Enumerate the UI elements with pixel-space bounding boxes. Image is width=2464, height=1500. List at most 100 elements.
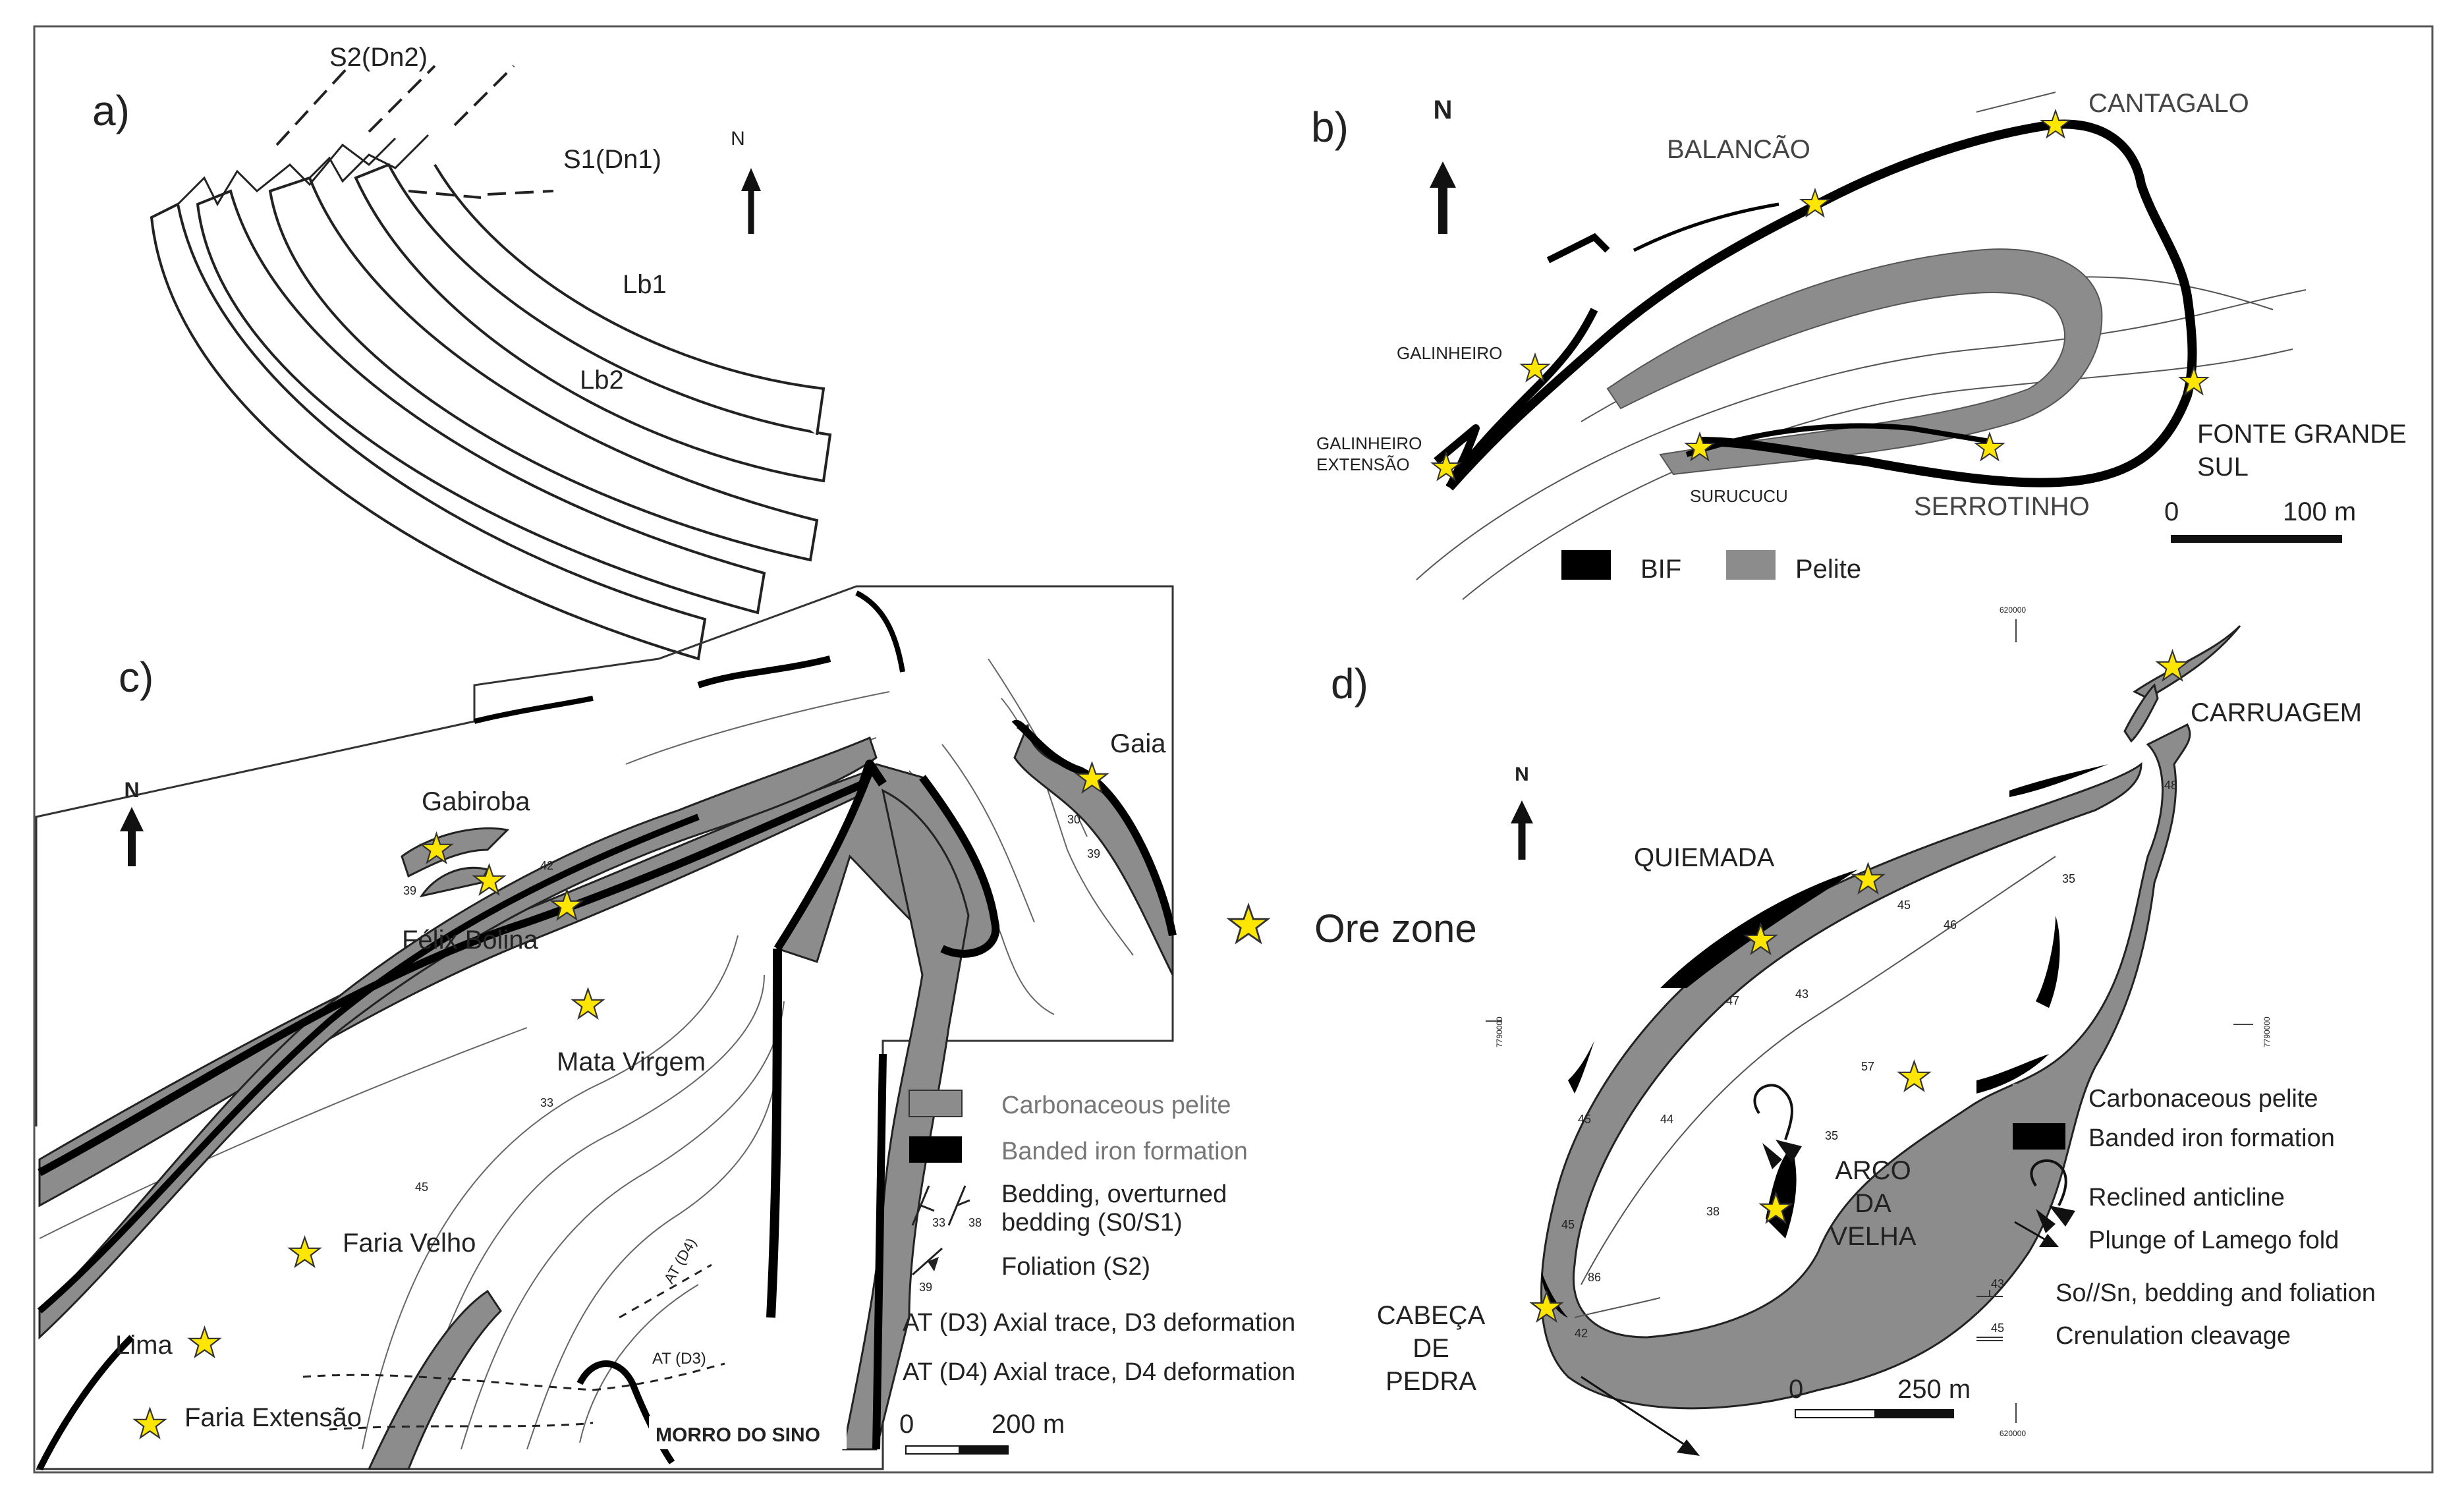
- label-carruagem: CARRUAGEM: [2191, 698, 2362, 727]
- grid-label-bottom: 620000: [2000, 1429, 2026, 1438]
- scale-d-length: 250 m: [1897, 1375, 1971, 1404]
- at-d4-label: AT (D4): [661, 1235, 700, 1286]
- dip-value: 30: [1067, 813, 1080, 826]
- legend-c-bif-swatch: [909, 1136, 962, 1163]
- panel-b: b) N BALANCÃO CANTAGALO GALINHEI: [1311, 89, 2407, 600]
- label-arco-3: VELHA: [1830, 1222, 1916, 1251]
- legend-so-label: So//Sn, bedding and foliation: [2056, 1279, 2376, 1307]
- panel-c-letter: c): [119, 653, 154, 701]
- bif-west: [1434, 308, 1598, 490]
- legend-bedding-line2: bedding (S0/S1): [1001, 1209, 1183, 1236]
- scale-c-zero: 0: [899, 1410, 914, 1439]
- label-gabiroba: Gabiroba: [422, 787, 530, 816]
- legend-bedding-num-1: 33: [932, 1216, 945, 1229]
- legend-cren-label: Crenulation cleavage: [2056, 1322, 2291, 1350]
- dip-value: 47: [1726, 994, 1739, 1007]
- legend-bedding-line1: Bedding, overturned: [1001, 1181, 1227, 1208]
- label-galinheiro-ext-1: GALINHEIRO: [1316, 433, 1422, 453]
- dip-value: 42: [540, 859, 553, 872]
- pelite-bands: [38, 724, 1174, 1470]
- label-cabeca-1: CABEÇA: [1377, 1301, 1486, 1330]
- morro-box: [649, 1416, 847, 1449]
- bif-south: [1685, 423, 1990, 457]
- bif-bands: [36, 590, 1177, 1471]
- bif-belt: [1445, 119, 2197, 491]
- scale-b-zero: 0: [2164, 497, 2179, 526]
- label-surucucu: SURUCUCU: [1690, 486, 1788, 506]
- legend-d3-label: AT (D3) Axial trace, D3 deformation: [903, 1309, 1295, 1337]
- grid-label-top: 620000: [2000, 605, 2026, 615]
- label-gaia: Gaia: [1110, 729, 1166, 758]
- legend-bif-swatch: [1561, 550, 1611, 580]
- label-serrotinho: SERROTINHO: [1914, 492, 2090, 521]
- layer-bands: [150, 163, 832, 661]
- panel-c-north-label: N: [124, 778, 139, 802]
- foliation-symbol-icon: [912, 1247, 943, 1276]
- dip-value: 86: [1588, 1271, 1601, 1284]
- north-arrow-icon: [120, 807, 144, 866]
- label-galinheiro-ext-2: EXTENSÃO: [1316, 455, 1410, 474]
- fold-crests: [177, 134, 430, 207]
- grid-label-right: 7790000: [2262, 1016, 2272, 1047]
- lb1-label: Lb1: [623, 270, 667, 299]
- north-arrow-icon: [741, 168, 761, 234]
- label-quiemada: QUIEMADA: [1634, 843, 1775, 872]
- dip-value: 35: [2062, 872, 2075, 885]
- dip-value: 43: [1795, 987, 1808, 1001]
- legend-c-pelite-label: Carbonaceous pelite: [1001, 1092, 1231, 1119]
- ore-star-icon: [2041, 110, 2070, 138]
- scale-c-bar-black: [959, 1446, 1008, 1454]
- scale-b-length: 100 m: [2283, 497, 2356, 526]
- legend-cren-icon: [1976, 1337, 2003, 1341]
- figure-frame: [33, 25, 2434, 1474]
- scale-c-length: 200 m: [992, 1410, 1065, 1439]
- label-fonte-2: SUL: [2197, 453, 2249, 482]
- legend-d-bif-label: Banded iron formation: [2088, 1125, 2335, 1152]
- dip-value: 48: [2164, 779, 2177, 792]
- label-morro-do-sino: MORRO DO SINO: [656, 1424, 820, 1446]
- ore-star-icon: [188, 1327, 221, 1358]
- label-cantagalo: CANTAGALO: [2088, 89, 2249, 118]
- grid-label-left: 7790000: [1495, 1016, 1504, 1047]
- legend-pelite-swatch: [1726, 550, 1776, 580]
- dip-value: 57: [1861, 1060, 1874, 1073]
- scale-d-bar-black: [1874, 1410, 1953, 1418]
- dip-value: 45: [1561, 1218, 1575, 1231]
- at-d3-label: AT (D3): [652, 1350, 706, 1368]
- s2-traces: [275, 65, 554, 199]
- dip-value: 33: [540, 1096, 553, 1109]
- legend-bif-label: BIF: [1640, 555, 1681, 584]
- legend-d-pelite-swatch: [2013, 1084, 2065, 1110]
- panel-a-north-label: N: [731, 128, 745, 150]
- dip-value: 42: [1575, 1327, 1588, 1340]
- label-arco-2: DA: [1855, 1189, 1891, 1218]
- label-balancao: BALANCÃO: [1667, 134, 1810, 164]
- label-faria-velho: Faria Velho: [343, 1229, 476, 1258]
- label-lima: Lima: [115, 1331, 173, 1360]
- ore-star-icon: [134, 1408, 166, 1439]
- dip-value: 45: [1897, 899, 1911, 912]
- scale-b-bar: [2171, 535, 2342, 543]
- reclined-anticline-icon: [1753, 1084, 1802, 1169]
- label-fonte-1: FONTE GRANDE: [2197, 420, 2407, 449]
- legend-cren-num: 45: [1991, 1321, 2004, 1335]
- ore-zone-star-icon: [1228, 904, 1269, 943]
- legend-d-anticline-label: Reclined anticline: [2088, 1184, 2285, 1211]
- dip-value: 35: [1825, 1129, 1838, 1142]
- legend-d-pelite-label: Carbonaceous pelite: [2088, 1085, 2318, 1113]
- legend-d-plunge-label: Plunge of Lamego fold: [2088, 1227, 2339, 1254]
- lb2-label: Lb2: [580, 366, 624, 395]
- plunge-arrow-icon: [1581, 1375, 1700, 1456]
- bedding-symbol-icon: [911, 1185, 970, 1226]
- north-arrow-icon: [1430, 161, 1456, 234]
- dip-value: 39: [1087, 847, 1100, 860]
- pelite-body: [1540, 723, 2191, 1410]
- legend-so-icon: [1976, 1290, 2003, 1297]
- ore-star-icon: [1898, 1061, 1930, 1092]
- panel-a: a) N S2(Dn2) S1(Dn1) Lb1 Lb2: [92, 43, 832, 661]
- panel-c: c) N: [35, 585, 1295, 1471]
- carruagem-tail: [2123, 683, 2159, 743]
- north-arrow-icon: [1511, 800, 1533, 860]
- label-faria-extensao: Faria Extensão: [184, 1403, 362, 1432]
